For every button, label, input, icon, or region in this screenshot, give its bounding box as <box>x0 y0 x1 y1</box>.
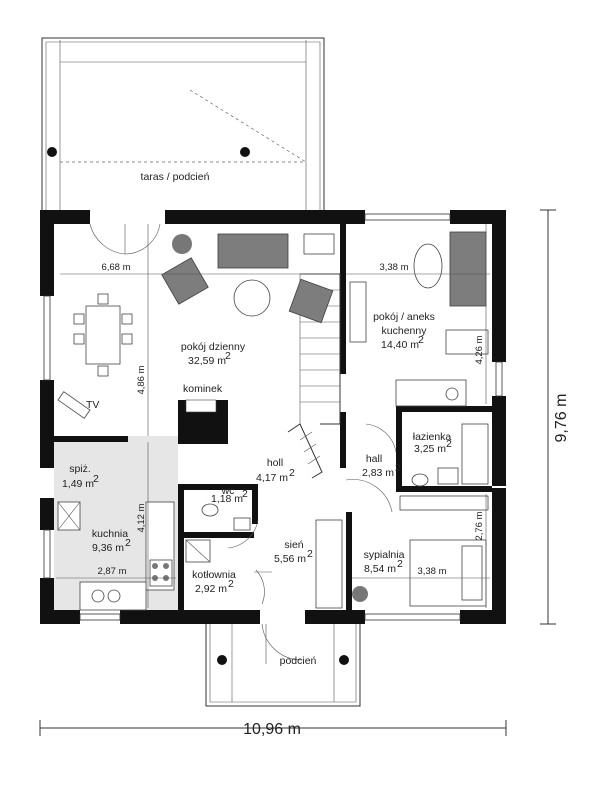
terrace-label: taras / podcień <box>141 171 210 183</box>
area-unit-sup: 2 <box>418 334 424 346</box>
terrace <box>41 37 325 212</box>
room-name-pokoj-dzienny: pokój dzienny <box>181 341 246 353</box>
pantry <box>57 501 81 531</box>
area-unit-sup: 2 <box>307 548 313 560</box>
porch <box>205 624 361 707</box>
area-unit-sup: 2 <box>397 558 403 570</box>
fireplace <box>178 399 228 444</box>
dimension-label: 4,86 m <box>136 365 147 394</box>
dimension-label: 6,68 m <box>101 262 130 273</box>
room-name-pokoj-aneks: pokój / aneks <box>373 311 435 323</box>
room-name-wc: wc <box>221 485 235 497</box>
annex-furniture <box>349 231 489 407</box>
hall-wardrobe <box>315 519 343 609</box>
area-unit-sup: 2 <box>228 578 234 590</box>
dimension-label: 3,38 m <box>417 566 446 577</box>
dimension-label: 2,76 m <box>474 511 485 540</box>
sofa <box>217 233 335 269</box>
room-name-pokoj-aneks-2: kuchenny <box>382 325 428 337</box>
area-unit-sup: 2 <box>242 488 248 500</box>
dimension-lines <box>39 209 556 736</box>
overall-width-label: 10,96 m <box>243 721 301 738</box>
plant <box>172 234 192 254</box>
area-unit-sup: 2 <box>225 350 231 362</box>
dining-table <box>73 293 133 377</box>
room-name-hall: hall <box>366 453 382 465</box>
room-name-kuchnia: kuchnia <box>92 528 128 540</box>
dimension-label: 4,12 m <box>136 503 147 532</box>
outer-walls <box>40 210 506 624</box>
room-name-sien: sień <box>284 539 303 551</box>
area-unit-sup: 2 <box>289 467 295 479</box>
room-area-sypialnia: 8,54 m <box>364 563 396 575</box>
boiler-room-fixtures <box>185 539 211 563</box>
area-unit-sup: 2 <box>93 473 99 485</box>
interior-walls <box>54 224 492 610</box>
area-unit-sup: 2 <box>395 462 401 474</box>
porch-label: podcień <box>280 655 317 667</box>
room-label-kominek: kominek <box>183 383 223 395</box>
windows <box>43 213 503 621</box>
room-name-kotlownia: kotłownia <box>192 569 236 581</box>
room-name-lazienka: łazienka <box>413 431 452 443</box>
bathroom-fixtures <box>411 423 489 487</box>
room-area-pokoj-aneks: 14,40 m <box>381 339 419 351</box>
area-unit-sup: 2 <box>446 438 452 450</box>
room-label-tv: TV <box>86 399 99 411</box>
tv-stand <box>57 391 91 419</box>
room-area-holl: 4,17 m <box>256 472 288 484</box>
room-area-spiz: 1,49 m <box>62 478 94 490</box>
room-area-lazienka: 3,25 m <box>414 443 446 455</box>
wc-fixtures <box>201 503 251 531</box>
overall-height-label: 9,76 m <box>553 394 570 443</box>
room-area-sien: 5,56 m <box>274 553 306 565</box>
room-area-hall: 2,83 m <box>362 467 394 479</box>
dimension-label: 4,26 m <box>474 335 485 364</box>
room-name-holl: holl <box>267 457 283 469</box>
room-area-kotlownia: 2,92 m <box>195 583 227 595</box>
dimension-label: 3,38 m <box>379 262 408 273</box>
armchairs <box>161 257 334 324</box>
kitchen-counter <box>79 501 175 611</box>
room-name-sypialnia: sypialnia <box>364 549 405 561</box>
room-name-spiz: spiż. <box>69 463 91 475</box>
room-area-kuchnia: 9,36 m <box>92 542 124 554</box>
dimension-label: 2,87 m <box>97 566 126 577</box>
bedroom-furniture <box>352 495 489 607</box>
room-area-wc: 1,18 m <box>211 493 243 505</box>
area-unit-sup: 2 <box>125 537 131 549</box>
room-area-pokoj-dzienny: 32,59 m <box>188 355 226 367</box>
